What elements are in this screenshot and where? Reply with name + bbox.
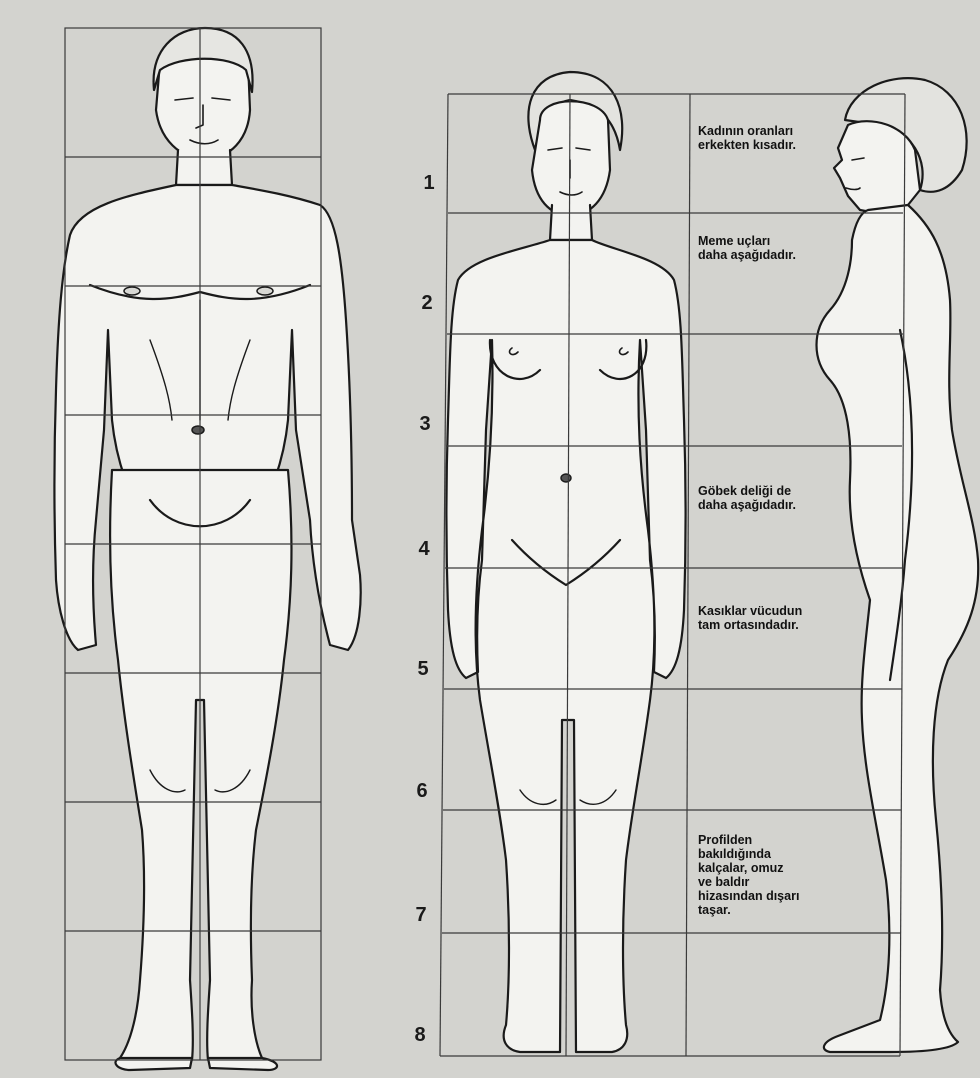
male-legs bbox=[110, 470, 291, 1060]
row-number-7: 7 bbox=[406, 904, 436, 927]
male-nipple-right bbox=[257, 287, 273, 295]
male-front-figure bbox=[55, 28, 361, 1070]
row-number-6: 6 bbox=[407, 780, 437, 803]
male-navel bbox=[192, 426, 204, 434]
female-head bbox=[532, 101, 610, 216]
note-shorter-proportions: Kadının oranları erkekten kısadır. bbox=[698, 124, 823, 152]
note-profile-hips: Profilden bakıldığında kalçalar, omuz ve… bbox=[698, 833, 823, 917]
female-front-figure bbox=[447, 72, 686, 1052]
female-profile-figure bbox=[817, 78, 979, 1052]
female-navel bbox=[561, 474, 571, 482]
row-number-4: 4 bbox=[409, 538, 439, 561]
row-number-3: 3 bbox=[410, 413, 440, 436]
row-number-8: 8 bbox=[405, 1024, 435, 1047]
female-grid-notes-divider bbox=[686, 94, 690, 1056]
male-nipple-left bbox=[124, 287, 140, 295]
row-number-5: 5 bbox=[408, 658, 438, 681]
note-navel-lower: Göbek deliği de daha aşağıdadır. bbox=[698, 484, 823, 512]
male-neck bbox=[176, 150, 232, 185]
female-neck bbox=[550, 205, 592, 240]
note-nipples-lower: Meme uçları daha aşağıdadır. bbox=[698, 234, 823, 262]
row-number-2: 2 bbox=[412, 292, 442, 315]
note-groin-center: Kasıklar vücudun tam ortasındadır. bbox=[698, 604, 823, 632]
row-number-1: 1 bbox=[414, 172, 444, 195]
